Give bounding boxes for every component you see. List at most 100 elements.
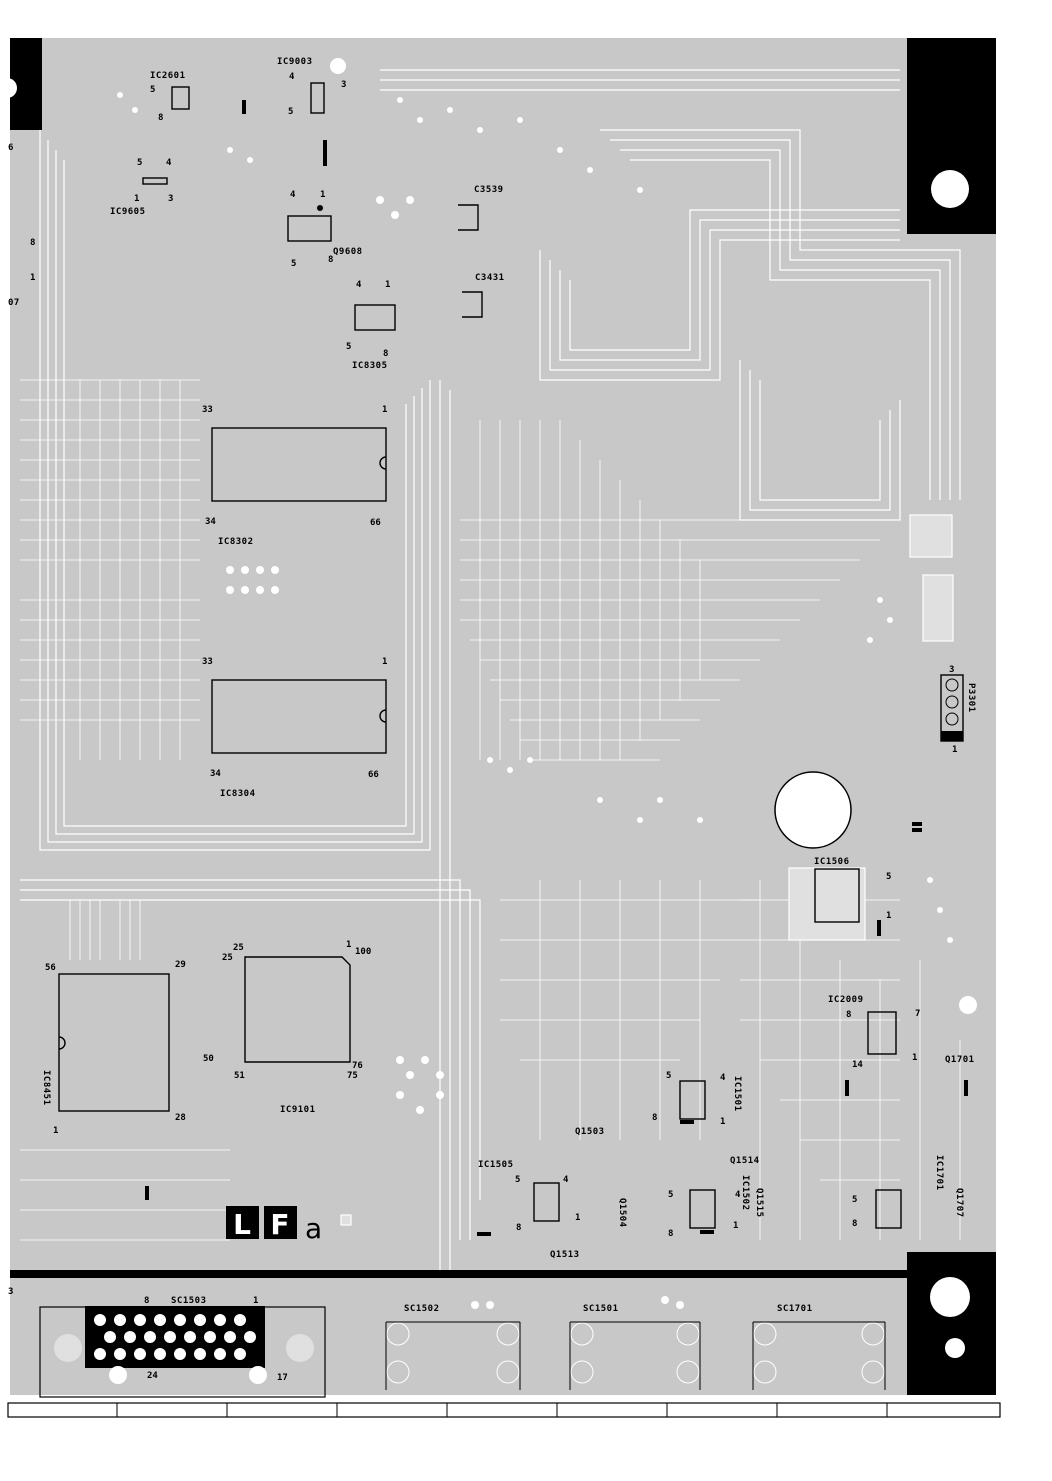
pin-label: 76 [352,1061,363,1071]
pin-label: 34 [210,769,221,779]
trace-mesh-left [20,379,230,1241]
pin-label: 3 [8,1287,13,1297]
p3301-pin [945,678,959,692]
via-pads [117,92,953,1309]
pin-label: 5 [852,1195,857,1205]
pin-label: 33 [202,405,213,415]
label-ic1505: IC1505 [478,1160,514,1170]
ic8304-outline [211,679,387,754]
pin-label: 1 [733,1221,738,1231]
pin-label: 1 [720,1117,725,1127]
label-q1707: Q1707 [954,1188,964,1218]
pin-label: 4 [166,158,172,168]
pin-numbers: 33 1 34 66 33 1 34 66 56 29 1 28 25 25 1… [8,72,957,1383]
pin-label: 29 [175,960,186,970]
label-q1513: Q1513 [550,1250,580,1260]
pin-label: 25 [222,953,233,963]
pin-label: 1 [134,194,139,204]
pin-label: 5 [291,259,296,269]
label-ic1701: IC1701 [934,1155,944,1191]
label-ic8305: IC8305 [352,361,388,371]
ruler-ticks [116,1403,888,1417]
pin-label: 3 [949,665,954,675]
ic2601-outline [171,86,190,110]
pin-label: 51 [234,1071,245,1081]
label-ic9605: IC9605 [110,207,146,217]
ic1701-outline [875,1189,902,1229]
label-ic1506: IC1506 [814,857,850,867]
pin-label: 50 [203,1054,214,1064]
pin-label: 4 [289,72,295,82]
pin-label: 56 [45,963,56,973]
label-q1515: Q1515 [754,1188,764,1218]
ruler-strip [7,1402,1001,1418]
pin-label: 66 [368,770,379,780]
pin-label: 24 [147,1371,158,1381]
pin-label: 8 [144,1296,149,1306]
pin-label: 8 [383,349,388,359]
mounting-hole [0,78,17,98]
trace-bus-upper-right [380,69,961,521]
pin-label: 4 [563,1175,569,1185]
mounting-hole [931,170,969,208]
test-pad-blocks [340,514,954,1226]
pin-label: 100 [355,947,371,957]
ic8302-outline [211,427,387,502]
sc-jack-footprints [385,1321,886,1390]
board-substrate [10,38,996,1273]
ic9605-outline [142,177,168,185]
ic8451-outline [58,973,170,1112]
pin-label: 8 [516,1223,521,1233]
mounting-hole [930,1277,970,1317]
pin-label: 3 [168,194,173,204]
pin-label: 1 [382,657,387,667]
pin-label: 1 [912,1053,917,1063]
pin-label: 8 [158,113,163,123]
p3301-pin1-marker [941,731,963,741]
pin-label: 1 [30,273,35,283]
pin-label: 5 [346,342,351,352]
pin-label: 5 [515,1175,520,1185]
ic1501-outline [679,1080,706,1120]
ic2009-outline [867,1011,897,1055]
label-q1503: Q1503 [575,1127,605,1137]
pin-label: 6 [8,143,13,153]
pin-label: 1 [952,745,957,755]
pin-label: 1 [53,1126,58,1136]
pin-label: 5 [288,107,293,117]
label-sc1502: SC1502 [404,1304,440,1314]
ic8304-notch [379,709,387,723]
logo-letter-f: F [270,1208,289,1241]
ic9101-outline [244,956,351,1063]
label-ic1501: IC1501 [732,1076,742,1112]
pin-label: 28 [175,1113,186,1123]
mounting-hole [330,58,346,74]
pin-label: 8 [30,238,35,248]
label-ic8304: IC8304 [220,789,256,799]
ic1505-outline [533,1182,560,1222]
pin-label: 5 [666,1071,671,1081]
ic8302-notch [379,456,387,470]
pin-label: 1 [346,940,351,950]
pin-label: 4 [290,190,296,200]
pin-label: 25 [233,943,244,953]
pin-label: 8 [652,1113,657,1123]
sc1503-connector [39,1306,326,1398]
pin-label: 4 [720,1073,726,1083]
p3301-pin [945,712,959,726]
pin-label: 75 [347,1071,358,1081]
label-p3301: P3301 [966,683,976,713]
pin-label: 3 [341,80,346,90]
mounting-hole-large [774,771,852,849]
pin-label: 8 [846,1010,851,1020]
corner-block-bottom-right [907,1252,996,1395]
pin-label: 1 [320,190,325,200]
ic8305-outline [354,304,396,331]
silkscreen-marks [145,100,968,1236]
label-q9608: Q9608 [333,247,363,257]
label-c3539: C3539 [474,185,504,195]
pin-label: 1 [382,405,387,415]
label-ic2601: IC2601 [150,71,186,81]
pin-label: 14 [852,1060,863,1070]
trace-mesh-center [460,420,900,1140]
